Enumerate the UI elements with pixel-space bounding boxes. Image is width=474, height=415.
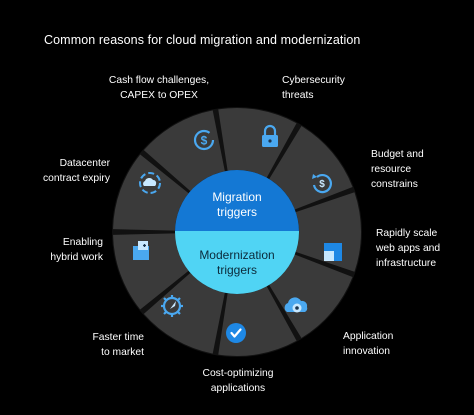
diagram-title: Common reasons for cloud migration and m… <box>44 33 361 47</box>
lock-icon <box>262 124 278 147</box>
scale-icon <box>324 243 342 261</box>
modernization-line1: Modernization <box>199 248 274 262</box>
checkmark-icon <box>226 323 246 343</box>
ring-segment-scale <box>295 192 361 272</box>
ring-segment-cloud-gear <box>269 254 353 338</box>
rocket-icon <box>161 295 183 317</box>
svg-text:$: $ <box>319 179 325 190</box>
modernization-line2: triggers <box>217 263 257 277</box>
svg-text:$: $ <box>201 134 208 148</box>
cloud-gear-icon <box>284 297 308 313</box>
migration-line1: Migration <box>212 190 261 204</box>
ring-segment-hybrid <box>113 233 189 310</box>
dollar-icon: $ <box>193 129 215 151</box>
ring-segment-lock <box>218 107 297 178</box>
label-cash-flow: Cash flow challenges,CAPEX to OPEX <box>108 75 210 101</box>
ring-segment-cost-refresh <box>269 126 353 210</box>
migration-line2: triggers <box>217 205 257 219</box>
cloud-cycle-icon <box>139 172 161 194</box>
cost-refresh-icon: $ <box>312 174 332 194</box>
ring-segment-rocket <box>143 272 225 354</box>
hybrid-icon <box>133 241 149 260</box>
